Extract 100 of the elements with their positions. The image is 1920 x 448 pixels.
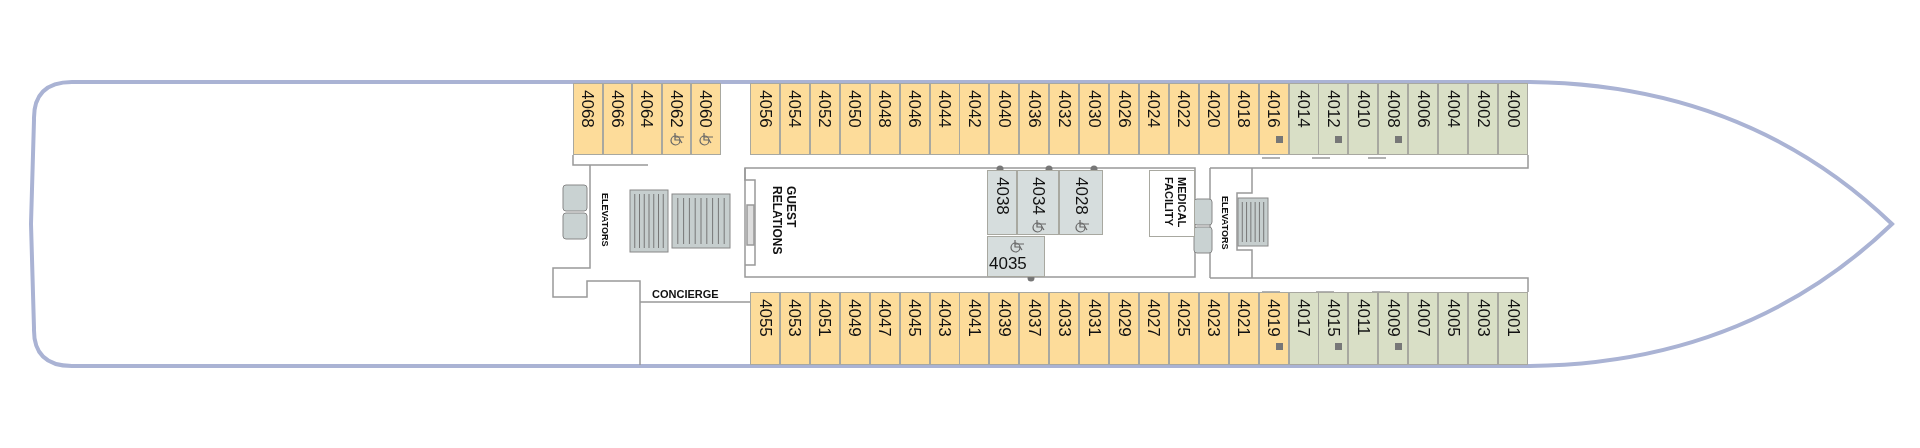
room-number: 4048 [876, 90, 894, 128]
cabin-room [573, 83, 603, 155]
room-number: 4052 [816, 90, 834, 128]
cabin-room [1109, 292, 1140, 365]
cabin-room [899, 292, 930, 365]
cabin-room [1168, 83, 1199, 155]
room-number: 4005 [1444, 299, 1462, 337]
room-number: 4040 [995, 90, 1013, 128]
cabin-room [1468, 83, 1499, 155]
room-number: 4003 [1474, 299, 1492, 337]
cabin-room [750, 83, 780, 155]
cabin-room [1468, 292, 1499, 365]
room-number: 4028 [1072, 177, 1090, 215]
room-number: 4016 [1265, 90, 1283, 128]
room-number: 4068 [579, 90, 597, 128]
cabin-room [1408, 292, 1439, 365]
cabin-room [1498, 83, 1528, 155]
area-label: ELEVATORS [1219, 196, 1230, 250]
cabin-room [1168, 292, 1199, 365]
room-number: 4006 [1414, 90, 1432, 128]
cabin-room [1138, 292, 1169, 365]
room-number: 4033 [1055, 299, 1073, 337]
room-number: 4047 [876, 299, 894, 337]
room-number: 4017 [1295, 299, 1313, 337]
room-number: 4055 [756, 299, 774, 337]
room-number: 4030 [1085, 90, 1103, 128]
room-number: 4038 [993, 177, 1011, 215]
room-number: 4004 [1444, 90, 1462, 128]
cabin-room [1348, 292, 1379, 365]
room-number: 4027 [1145, 299, 1163, 337]
room-label: MEDICAL FACILITY [1162, 177, 1188, 229]
room-number: 4014 [1295, 90, 1313, 128]
room-number: 4008 [1384, 90, 1402, 128]
cabin-room [1378, 292, 1409, 365]
cabin-room [602, 83, 633, 155]
cabin-room [779, 83, 810, 155]
room-number: 4021 [1235, 299, 1253, 337]
room-number: 4012 [1324, 90, 1342, 128]
room-number: 4046 [906, 90, 924, 128]
cabin-room [1408, 83, 1439, 155]
cabin-room [959, 83, 990, 155]
cabin-room [959, 292, 990, 365]
cabin-room [809, 292, 840, 365]
cabin-room [1288, 83, 1319, 155]
cabin-room [809, 83, 840, 155]
cabin-room [1198, 83, 1229, 155]
room-number: 4049 [846, 299, 864, 337]
room-number: 4001 [1504, 299, 1522, 337]
cabin-room [750, 292, 780, 365]
cabin-room [929, 292, 960, 365]
cabin-room [1438, 83, 1469, 155]
cabin-room [779, 292, 810, 365]
cabin-room [1258, 292, 1289, 365]
room-number: 4010 [1354, 90, 1372, 128]
cabin-room [1288, 292, 1319, 365]
room-number: 4000 [1504, 90, 1522, 128]
room-number: 4009 [1384, 299, 1402, 337]
room-number: 4019 [1265, 299, 1283, 337]
area-label: GUEST RELATIONS [769, 186, 798, 257]
cabin-room [839, 83, 870, 155]
cabin-room [1198, 292, 1229, 365]
cabin-room [1059, 170, 1103, 235]
room-number: 4051 [816, 299, 834, 337]
cabin-room [1378, 83, 1409, 155]
room-number: 4020 [1205, 90, 1223, 128]
room-number: 4002 [1474, 90, 1492, 128]
room-number: 4053 [786, 299, 804, 337]
room-number: 4050 [846, 90, 864, 128]
cabin-room [869, 292, 900, 365]
cabin-room [1017, 170, 1059, 235]
room-number: 4035 [989, 255, 1027, 272]
room-number: 4025 [1175, 299, 1193, 337]
cabin-room [1049, 292, 1080, 365]
room-number: 4054 [786, 90, 804, 128]
room-number: 4022 [1175, 90, 1193, 128]
room-number: 4007 [1414, 299, 1432, 337]
cabin-room [1109, 83, 1140, 155]
room-number: 4056 [756, 90, 774, 128]
cabin-room [1019, 83, 1050, 155]
cabin-room [1348, 83, 1379, 155]
room-number: 4031 [1085, 299, 1103, 337]
room-number: 4023 [1205, 299, 1223, 337]
room-number: 4060 [697, 90, 715, 128]
cabin-room [899, 83, 930, 155]
cabin-room [869, 83, 900, 155]
room-number: 4015 [1324, 299, 1342, 337]
room-number: 4045 [906, 299, 924, 337]
facility-room [1149, 170, 1195, 237]
cabin-room [1318, 292, 1349, 365]
room-number: 4024 [1145, 90, 1163, 128]
room-number: 4066 [608, 90, 626, 128]
room-number: 4029 [1115, 299, 1133, 337]
cabin-room [1049, 83, 1080, 155]
cabin-room [1019, 292, 1050, 365]
cabin-room [987, 170, 1017, 235]
cabin-room [691, 83, 721, 155]
room-number: 4018 [1235, 90, 1253, 128]
cabin-room [1498, 292, 1528, 365]
area-label: CONCIERGE [652, 288, 719, 301]
cabin-room [1138, 83, 1169, 155]
